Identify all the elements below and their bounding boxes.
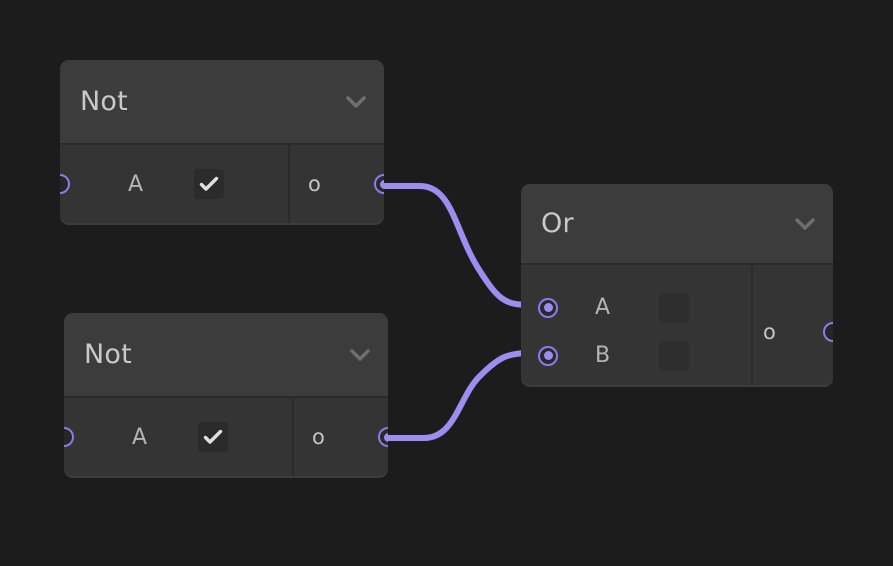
node-not-1[interactable]: Not A	[60, 60, 384, 225]
inputs-column: A	[64, 398, 294, 476]
node-header[interactable]: Or	[521, 184, 833, 265]
input-port-a[interactable]	[64, 427, 74, 447]
inputs-column: A B	[521, 265, 753, 385]
chevron-down-icon[interactable]	[793, 212, 817, 236]
output-port-o[interactable]	[823, 321, 833, 342]
node-body: A o	[64, 398, 388, 476]
inputs-column: A	[60, 145, 290, 223]
output-row-o[interactable]: o	[294, 398, 388, 476]
node-header[interactable]: Not	[64, 313, 388, 398]
input-row-a[interactable]: A	[60, 145, 288, 223]
output-port-o[interactable]	[378, 427, 388, 447]
output-port-o[interactable]	[374, 174, 384, 194]
input-checkbox-a[interactable]	[198, 422, 228, 452]
node-or-1[interactable]: Or A B	[521, 184, 833, 387]
input-port-a[interactable]	[538, 297, 558, 318]
input-port-b[interactable]	[538, 345, 558, 366]
input-port-a[interactable]	[60, 174, 70, 194]
input-label-a: A	[132, 424, 148, 450]
chevron-down-icon[interactable]	[344, 90, 368, 114]
node-body: A B o	[521, 265, 833, 385]
output-row-o[interactable]: o	[753, 308, 833, 356]
outputs-column: o	[753, 265, 833, 385]
node-title: Not	[80, 86, 128, 117]
output-label-o: o	[312, 425, 325, 449]
input-label-a: A	[128, 171, 144, 197]
node-header[interactable]: Not	[60, 60, 384, 145]
node-title: Or	[541, 208, 574, 239]
node-body: A o	[60, 145, 384, 223]
input-checkbox-a[interactable]	[194, 169, 224, 199]
chevron-down-icon[interactable]	[348, 343, 372, 367]
output-label-o: o	[763, 319, 776, 344]
output-row-o[interactable]: o	[290, 145, 384, 223]
input-row-a[interactable]: A	[64, 398, 292, 476]
outputs-column: o	[290, 145, 384, 223]
input-row-a[interactable]: A	[521, 284, 751, 332]
node-title: Not	[84, 339, 132, 370]
outputs-column: o	[294, 398, 388, 476]
input-row-b[interactable]: B	[521, 332, 751, 380]
output-label-o: o	[308, 172, 321, 196]
input-label-b: B	[595, 343, 611, 368]
input-label-a: A	[595, 295, 611, 320]
node-not-2[interactable]: Not A	[64, 313, 388, 478]
input-checkbox-a[interactable]	[659, 292, 689, 323]
input-checkbox-b[interactable]	[659, 340, 689, 371]
